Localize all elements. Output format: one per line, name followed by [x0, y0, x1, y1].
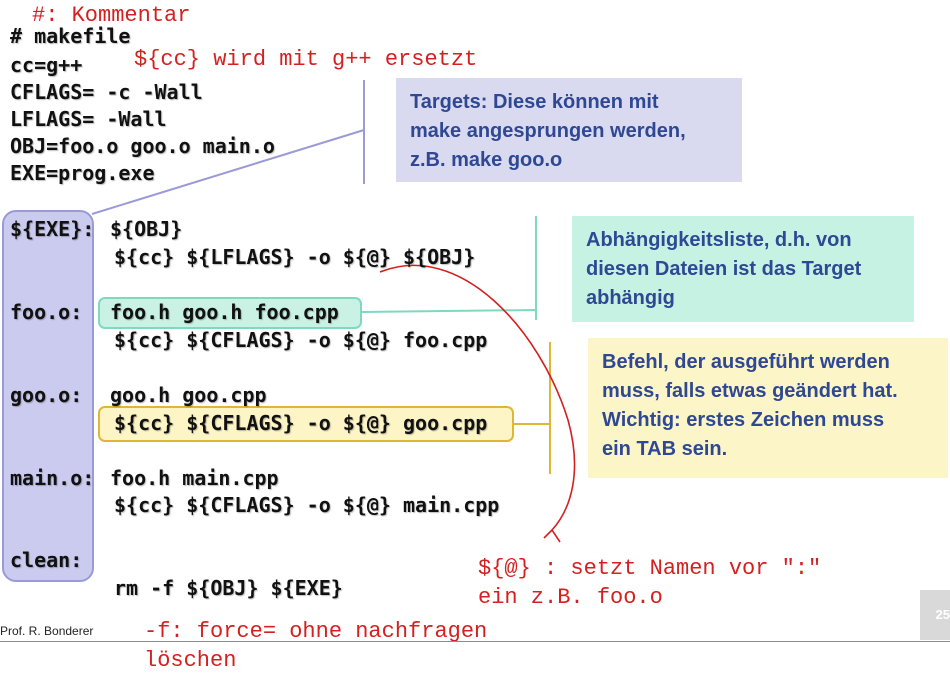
dependency-connector-line [361, 309, 537, 313]
code-line-cflags: CFLAGS= -c -Wall [10, 80, 203, 104]
comment-note: #: Kommentar [32, 3, 191, 28]
cmd-main: ${cc} ${CFLAGS} -o ${@} main.cpp [114, 493, 500, 517]
dependency-highlight [98, 297, 362, 329]
target-main: main.o: [10, 466, 95, 490]
cc-note: ${cc} wird mit g++ ersetzt [134, 47, 478, 72]
dependency-callout-line3: abhängig [586, 287, 675, 309]
dependency-callout-line2: diesen Dateien ist das Target [586, 258, 862, 280]
code-line-exe: EXE=prog.exe [10, 161, 155, 185]
cmd-exe: ${cc} ${LFLAGS} -o ${@} ${OBJ} [114, 245, 476, 269]
page-number: 25 [920, 590, 950, 640]
footer-divider [0, 641, 950, 642]
deps-exe: ${OBJ} [110, 217, 183, 241]
deps-foo: foo.h goo.h foo.cpp [110, 300, 339, 324]
at-note-line2: ein z.B. foo.o [478, 585, 663, 610]
command-callout-line3: Wichtig: erstes Zeichen muss [602, 409, 885, 431]
dependency-callout-line1: Abhängigkeitsliste, d.h. von [586, 229, 852, 251]
command-callout-line1: Befehl, der ausgeführt werden [602, 351, 890, 373]
cmd-clean: rm -f ${OBJ} ${EXE} [114, 576, 343, 600]
code-line-cc: cc=g++ [10, 53, 83, 77]
cmd-foo: ${cc} ${CFLAGS} -o ${@} foo.cpp [114, 328, 488, 352]
targets-connector-line [91, 129, 365, 215]
force-note-line2: löschen [144, 648, 237, 673]
force-note-line1: -f: force= ohne nachfragen [144, 619, 488, 644]
dependency-callout: Abhängigkeitsliste, d.h. von diesen Date… [572, 216, 914, 322]
command-callout-line2: muss, falls etwas geändert hat. [602, 380, 898, 402]
cmd-goo: ${cc} ${CFLAGS} -o ${@} goo.cpp [114, 411, 488, 435]
code-line-makefile-comment: # makefile [10, 24, 131, 48]
deps-goo: goo.h goo.cpp [110, 383, 267, 407]
target-goo: goo.o: [10, 383, 83, 407]
targets-callout: Targets: Diese können mit make angesprun… [396, 78, 742, 182]
red-arrow-head-icon [543, 528, 561, 543]
target-foo: foo.o: [10, 300, 83, 324]
at-note-line1: ${@} : setzt Namen vor ":" [478, 556, 822, 581]
command-highlight [98, 406, 514, 442]
command-callout-line4: ein TAB sein. [602, 438, 728, 460]
target-clean: clean: [10, 548, 83, 572]
red-annotation-arrow [379, 264, 576, 531]
target-column-highlight [2, 210, 94, 582]
deps-main: foo.h main.cpp [110, 466, 279, 490]
page-number-text: 25 [935, 607, 950, 622]
author-label: Prof. R. Bonderer [0, 624, 94, 638]
targets-callout-line1: Targets: Diese können mit [410, 91, 659, 113]
command-callout: Befehl, der ausgeführt werden muss, fall… [588, 338, 948, 478]
target-exe: ${EXE}: [10, 217, 95, 241]
code-line-lflags: LFLAGS= -Wall [10, 107, 167, 131]
targets-callout-line3: z.B. make goo.o [410, 149, 563, 171]
targets-callout-line2: make angesprungen werden, [410, 120, 686, 142]
code-line-obj: OBJ=foo.o goo.o main.o [10, 134, 275, 158]
